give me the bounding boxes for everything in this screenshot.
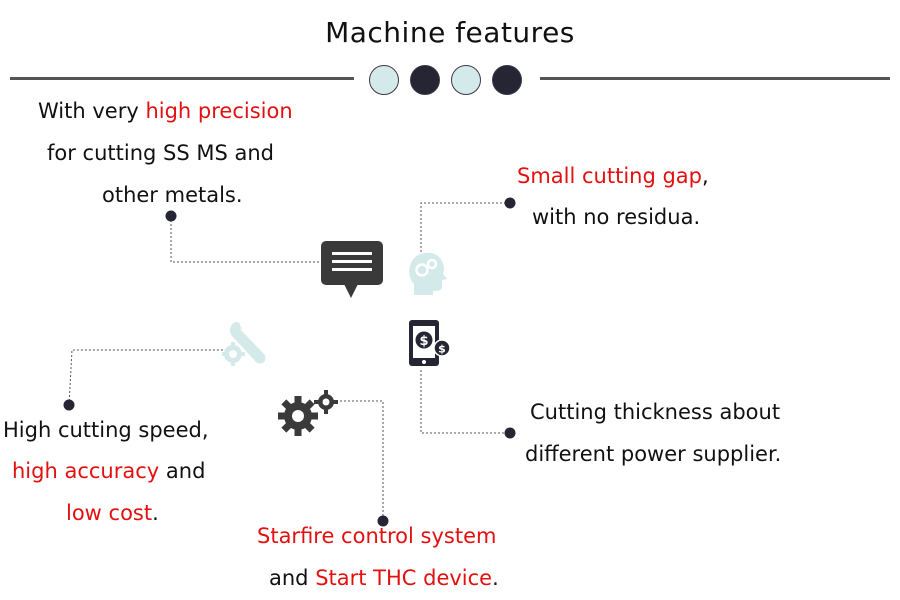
precision-highlight: high precision (145, 99, 293, 123)
connector-dot-control (377, 515, 389, 527)
gap-text-1b: , (702, 164, 709, 188)
phone-dollar-icon: $ $ (409, 320, 451, 366)
gears-icon (278, 390, 338, 436)
control-text-2a: and (269, 566, 316, 590)
speed-line-1: High cutting speed, (3, 418, 209, 442)
connector-dot-gap (504, 197, 516, 209)
control-line-2: and Start THC device. (269, 557, 499, 599)
svg-text:$: $ (419, 334, 428, 349)
precision-line-1: With very high precision (38, 90, 293, 132)
connector-dot-speed (63, 399, 75, 411)
connector-speed (68, 349, 226, 406)
header-dot-4 (492, 65, 522, 95)
gap-highlight: Small cutting gap (517, 164, 703, 188)
precision-text-1a: With very (38, 99, 146, 123)
connector-thickness (420, 370, 510, 434)
control-highlight-2: Start THC device (315, 566, 493, 590)
svg-text:$: $ (438, 343, 446, 356)
connector-dot-precision (165, 210, 177, 222)
gap-line-2: with no residua. (532, 205, 701, 229)
header-dot-3 (451, 65, 481, 95)
gap-line-1: Small cutting gap, (517, 155, 709, 197)
control-line-1: Starfire control system (257, 515, 496, 557)
speed-line-3: low cost. (66, 492, 159, 534)
speed-line-2: high accuracy and (12, 450, 205, 492)
header-divider-right (540, 77, 890, 80)
thickness-line-1: Cutting thickness about (530, 400, 781, 424)
head-gears-icon (409, 252, 447, 295)
chat-bubble-icon (321, 241, 383, 298)
wrench-gear-icon (222, 322, 266, 366)
control-highlight-1: Starfire control system (257, 524, 497, 548)
precision-line-3: other metals. (102, 183, 243, 207)
thickness-line-2: different power supplier. (525, 442, 782, 466)
speed-text-3b: . (152, 501, 159, 525)
connector-gap (420, 202, 510, 260)
header-divider-left (10, 77, 354, 80)
control-text-2c: . (492, 566, 499, 590)
precision-line-2: for cutting SS MS and (47, 141, 274, 165)
speed-highlight-1: high accuracy (12, 459, 160, 483)
connector-precision (170, 216, 322, 263)
connector-control (336, 400, 384, 521)
page-title: Machine features (325, 16, 575, 49)
speed-highlight-2: low cost (66, 501, 153, 525)
speed-text-2b: and (159, 459, 206, 483)
connector-dot-thickness (504, 427, 516, 439)
header-dot-2 (410, 65, 440, 95)
header-dot-1 (369, 65, 399, 95)
